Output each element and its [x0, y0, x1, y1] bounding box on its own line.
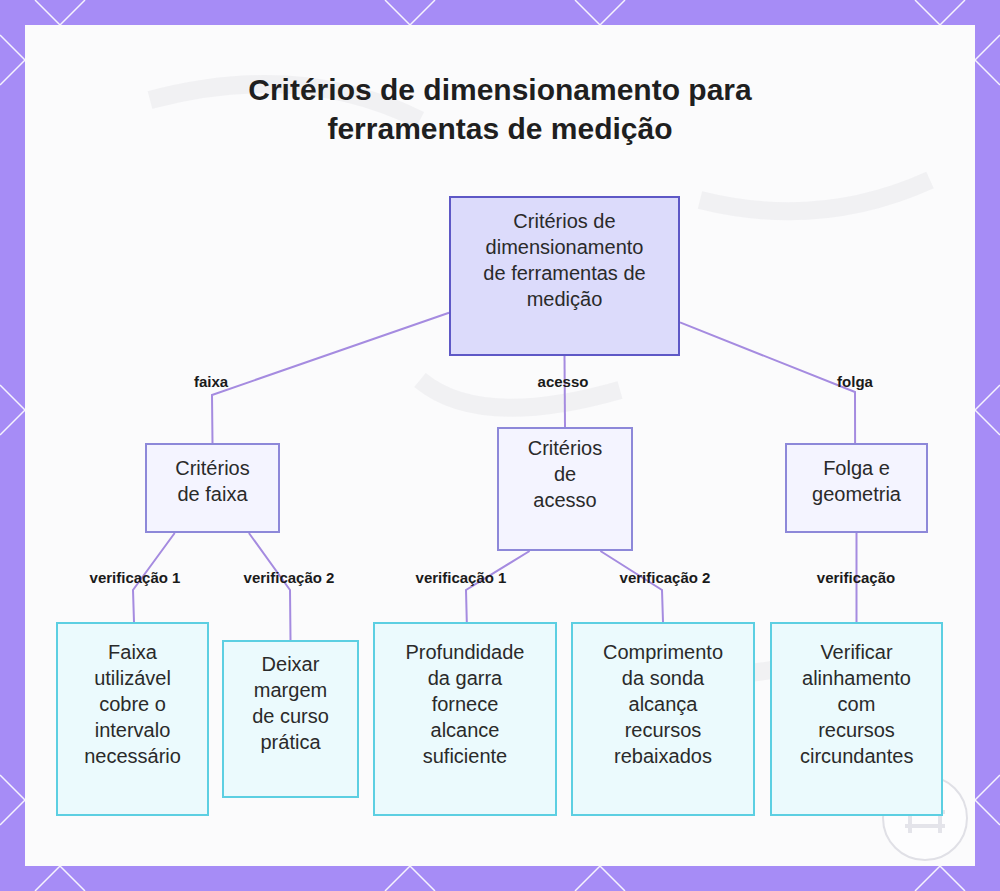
connector-line [680, 322, 855, 443]
inner-panel [25, 25, 975, 866]
connector-line [564, 356, 567, 427]
node-text: Verificar alinhamento com recursos circu… [800, 639, 913, 769]
connector-line [212, 313, 449, 443]
node-text: Folga e geometria [807, 455, 906, 507]
blurred-background [150, 84, 930, 676]
edge-label: faixa [192, 373, 230, 390]
check-box: Faixa utilizável cobre o intervalo neces… [56, 622, 209, 816]
node-text: Critérios de dimensionamento de ferramen… [481, 208, 648, 312]
check-box: Profundidade da garra fornece alcance su… [373, 622, 557, 816]
connector-line [600, 551, 663, 622]
node-text: Deixar margem de curso prática [242, 651, 339, 755]
edge-label: verificação 1 [88, 569, 183, 586]
node-text: Critérios de faixa [167, 455, 258, 507]
category-box: Folga e geometria [785, 443, 928, 533]
edge-label: verificação [815, 569, 897, 586]
connector-line [466, 551, 530, 622]
node-text: Critérios de acesso [527, 435, 603, 513]
edge-label: verificação 1 [414, 569, 509, 586]
category-box: Critérios de acesso [497, 427, 633, 551]
diagram-title: Critérios de dimensionamento para ferram… [170, 70, 830, 148]
connector-line [249, 533, 291, 640]
edge-label: folga [835, 373, 875, 390]
check-box: Verificar alinhamento com recursos circu… [770, 622, 943, 816]
category-box: Critérios de faixa [145, 443, 280, 533]
edge-label: acesso [536, 373, 591, 390]
node-text: Comprimento da sonda alcança recursos re… [599, 639, 727, 769]
edge-label: verificação 2 [618, 569, 713, 586]
edge-label: verificação 2 [242, 569, 337, 586]
node-text: Profundidade da garra fornece alcance su… [401, 639, 529, 769]
node-text: Faixa utilizável cobre o intervalo neces… [80, 639, 185, 769]
root-box: Critérios de dimensionamento de ferramen… [449, 196, 680, 356]
check-box: Comprimento da sonda alcança recursos re… [571, 622, 755, 816]
check-box: Deixar margem de curso prática [222, 640, 359, 798]
